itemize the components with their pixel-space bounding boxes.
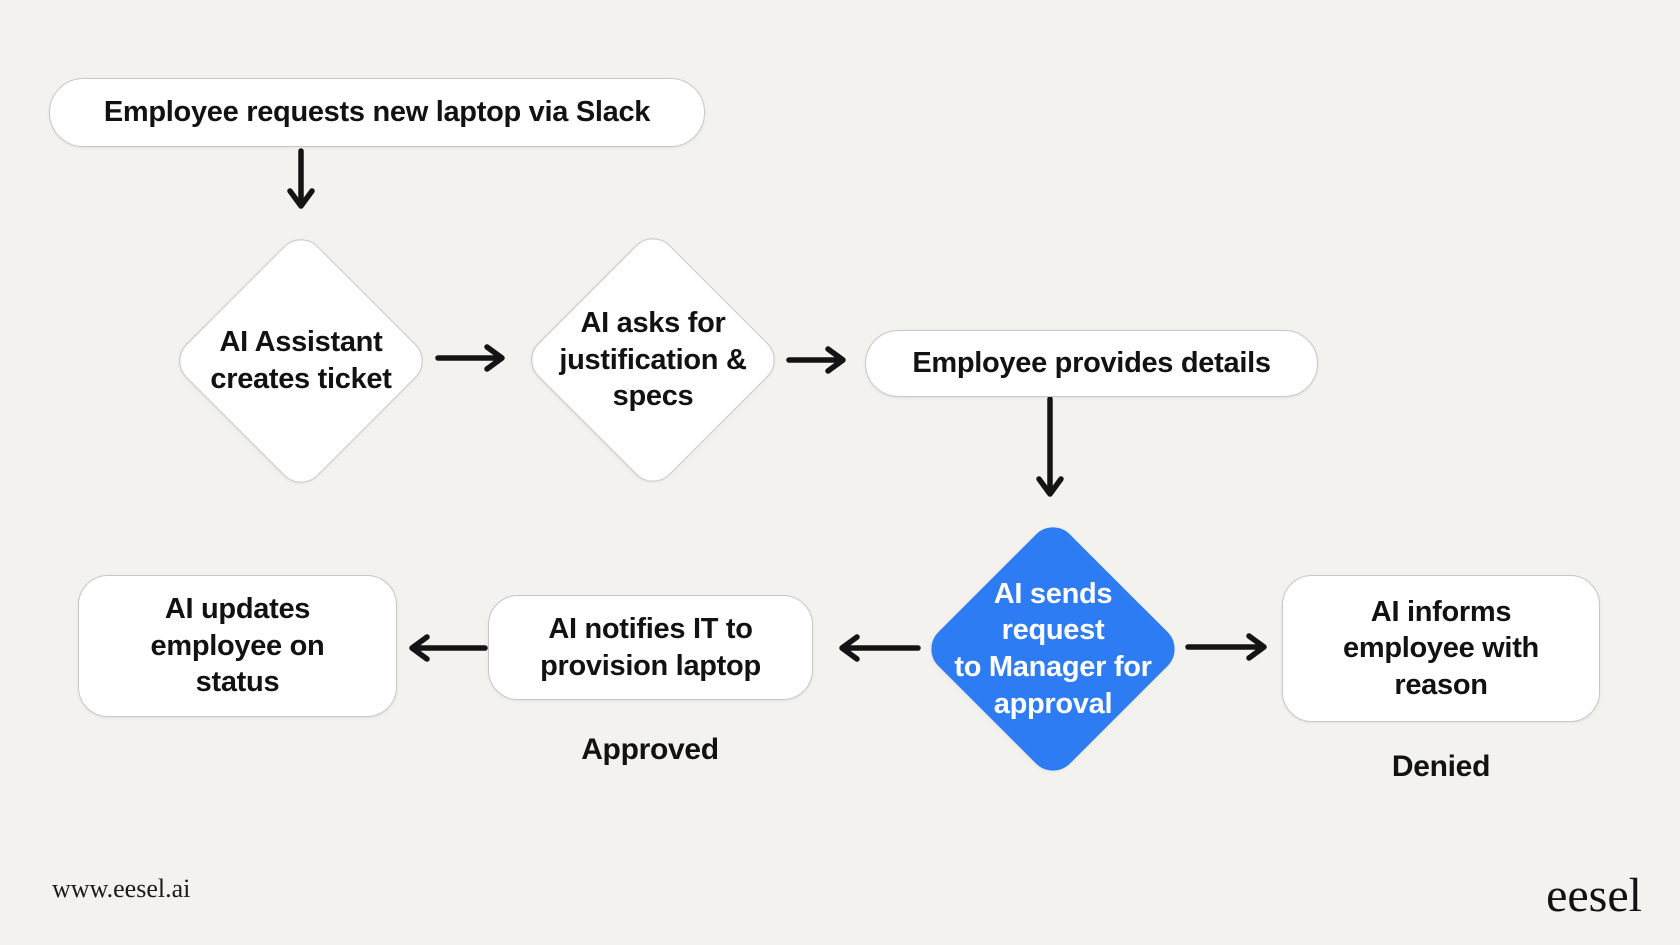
branch-label-approved: Approved bbox=[581, 733, 719, 766]
arrow-notify-it-to-update-status bbox=[409, 634, 488, 662]
arrow-request-to-create-ticket bbox=[287, 148, 315, 209]
arrow-provide-details-to-approval bbox=[1036, 396, 1064, 497]
footer-website-url: www.eesel.ai bbox=[52, 874, 191, 903]
arrow-ask-specs-to-provide-details bbox=[786, 346, 846, 374]
node-provide-details: Employee provides details bbox=[865, 330, 1318, 397]
node-employee-request: Employee requests new laptop via Slack bbox=[49, 78, 705, 147]
node-ask-specs: AI asks for justification & specs bbox=[559, 307, 747, 413]
arrow-approval-to-inform-reason bbox=[1185, 633, 1267, 661]
arrow-create-ticket-to-ask-specs bbox=[435, 344, 505, 372]
node-notify-it: AI notifies IT to provision laptop bbox=[488, 595, 813, 700]
eesel-logo: eesel bbox=[1546, 869, 1642, 922]
node-update-status: AI updates employee on status bbox=[78, 575, 397, 717]
node-create-ticket: AI Assistant creates ticket bbox=[210, 326, 392, 395]
branch-label-denied: Denied bbox=[1391, 750, 1491, 783]
node-manager-approval: AI sends request to Manager for approval bbox=[954, 577, 1152, 720]
node-inform-reason: AI informs employee with reason bbox=[1282, 575, 1600, 722]
arrow-approval-to-notify-it bbox=[839, 634, 921, 662]
